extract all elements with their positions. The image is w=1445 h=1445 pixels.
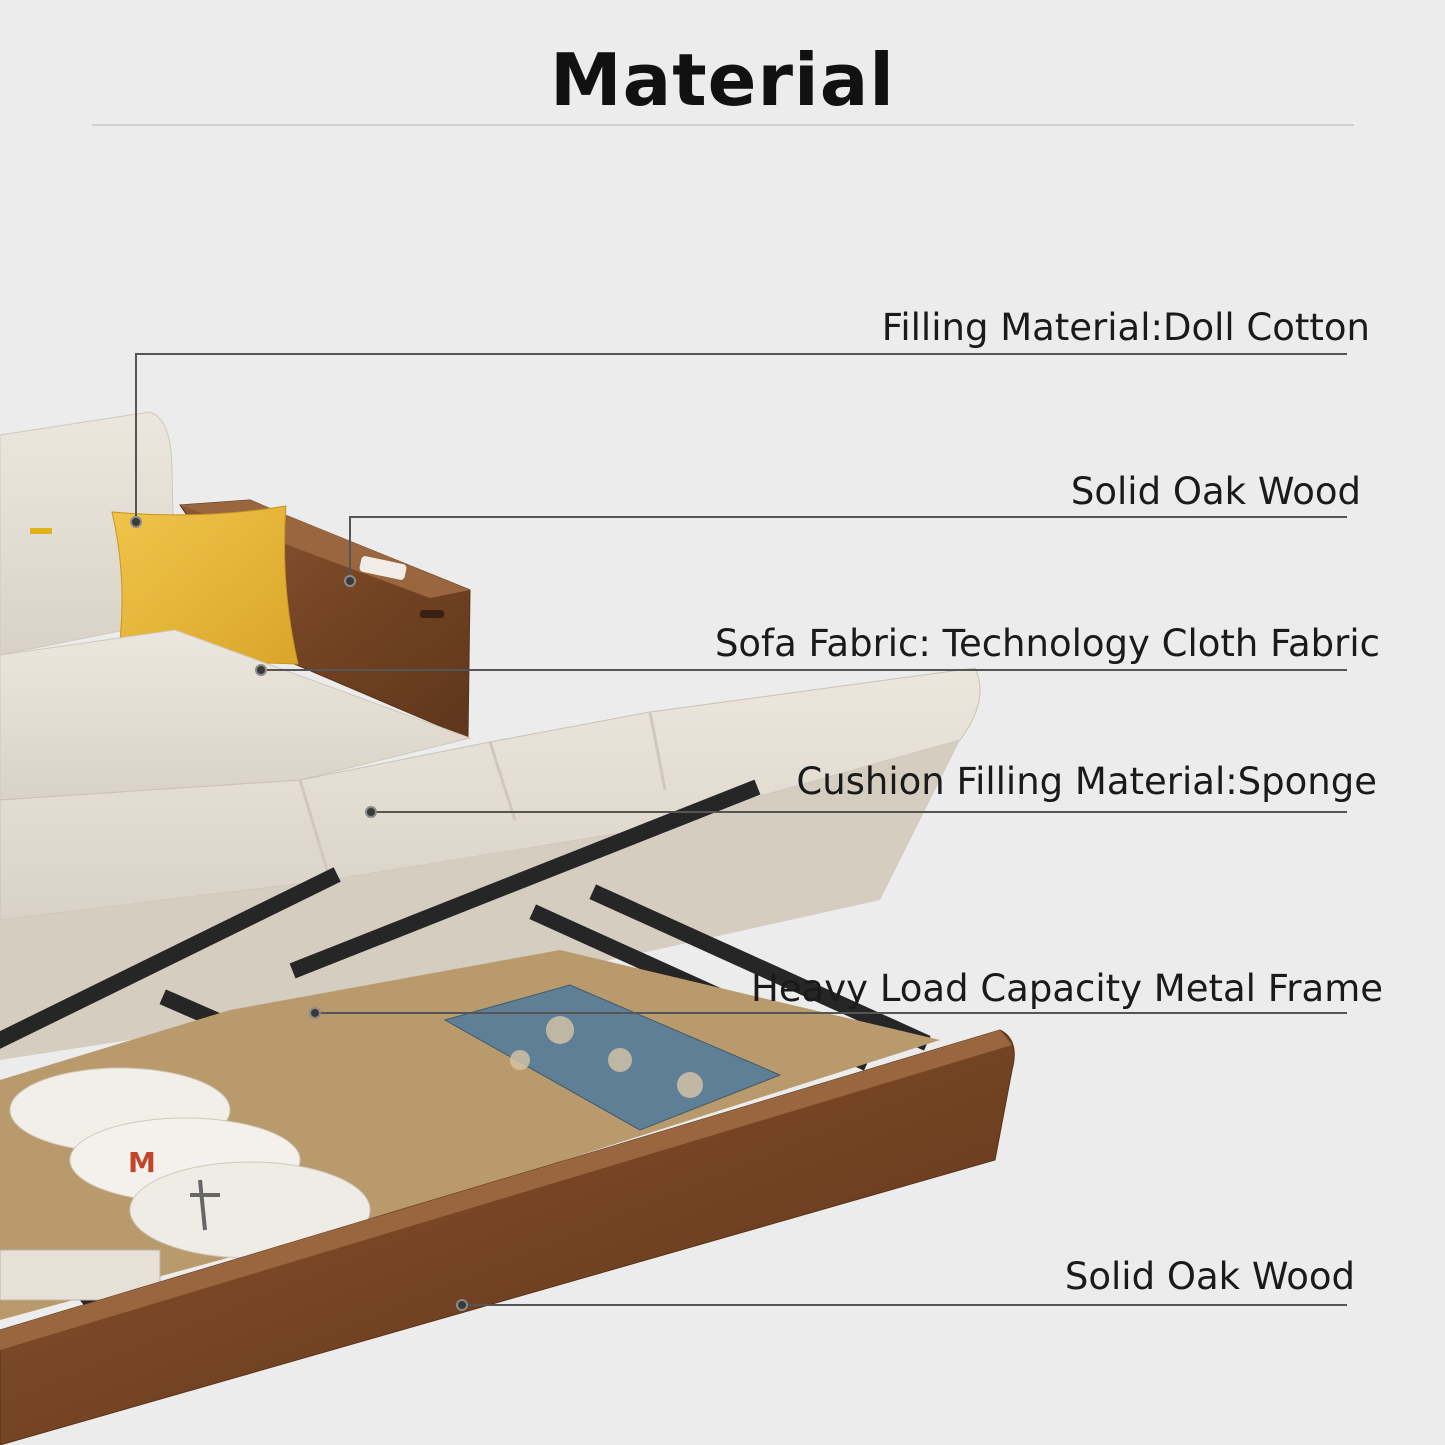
callout-label-oak-armrest: Solid Oak Wood [1070, 470, 1361, 513]
drawer-front [0, 1029, 1015, 1445]
callout-dot-sofa-fabric [255, 664, 267, 676]
callout-label-oak-drawer: Solid Oak Wood [1064, 1255, 1355, 1298]
svg-text:M: M [128, 1146, 156, 1179]
callout-dot-cushion-filling [365, 806, 377, 818]
callout-dot-oak-armrest [344, 575, 356, 587]
yellow-pillow [111, 505, 299, 669]
armrest-remote [359, 556, 407, 580]
callout-label-cushion-filling: Cushion Filling Material:Sponge [796, 760, 1377, 803]
callout-dot-filling-material [130, 516, 142, 528]
callout-label-filling-material: Filling Material:Doll Cotton [881, 306, 1370, 349]
callout-leader-cushion-filling [372, 811, 1347, 813]
callout-dot-oak-drawer [456, 1299, 468, 1311]
callout-label-sofa-fabric: Sofa Fabric: Technology Cloth Fabric [714, 622, 1380, 665]
seat-cushion-left [0, 629, 472, 801]
callout-label-metal-frame: Heavy Load Capacity Metal Frame [751, 967, 1383, 1010]
armrest-slot [420, 610, 444, 618]
callout-leader-sofa-fabric [262, 669, 1347, 671]
callout-leader-filling-material-vertical [135, 353, 137, 521]
callout-leader-filling-material [136, 353, 1347, 355]
callout-leader-metal-frame [316, 1012, 1347, 1014]
callout-leader-oak-drawer [463, 1304, 1347, 1306]
callout-leader-oak-armrest-vertical [349, 516, 351, 580]
backrest-tag [30, 528, 52, 534]
page-title: Material [550, 38, 895, 122]
callout-leader-oak-armrest [350, 516, 1347, 518]
title-divider [92, 124, 1354, 126]
callout-dot-metal-frame [309, 1007, 321, 1019]
